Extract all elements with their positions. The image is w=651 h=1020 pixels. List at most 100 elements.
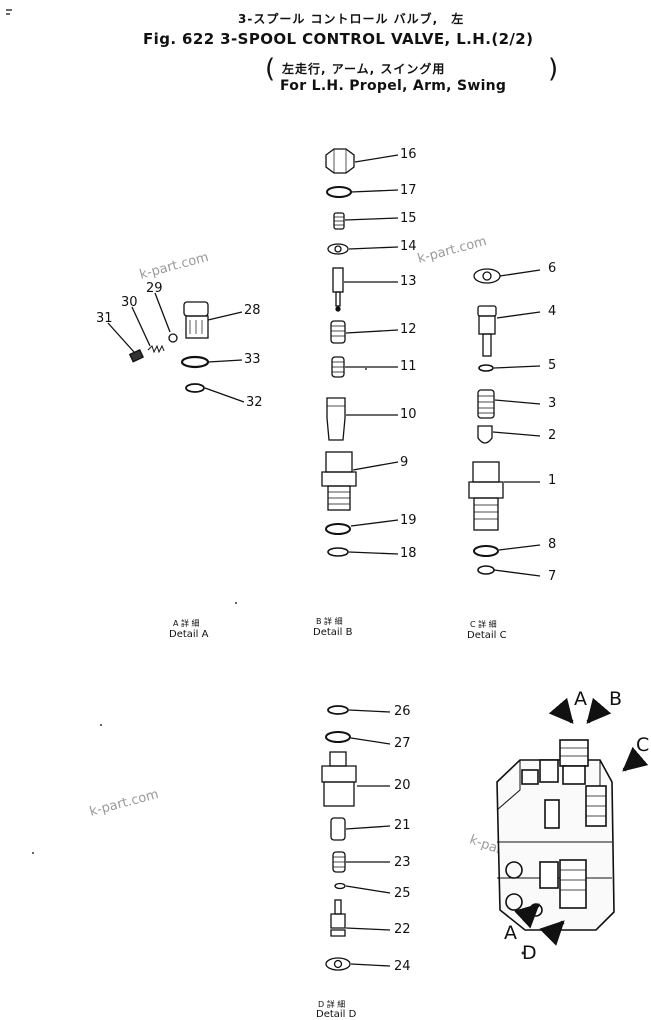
leader-25	[345, 885, 391, 894]
leader-14	[348, 246, 399, 250]
part-5-oring	[478, 364, 494, 372]
callout-23: 23	[394, 855, 411, 870]
callout-1: 1	[548, 473, 557, 488]
part-9-body	[321, 451, 357, 511]
figure-title: Fig. 622 3-SPOOL CONTROL VALVE, L.H.(2/2…	[143, 30, 534, 48]
scan-specks	[32, 368, 525, 955]
part-23-spring	[332, 851, 346, 873]
part-4-screw	[477, 305, 497, 357]
view-arrow-a-bottom	[514, 903, 540, 929]
view-label-d: D	[522, 942, 537, 964]
leader-6	[499, 269, 541, 277]
detail-b-caption-jp: B 詳 細	[316, 617, 343, 626]
callout-5: 5	[548, 358, 557, 373]
part-26-oring	[327, 705, 349, 715]
part-16-plug	[325, 148, 355, 174]
leader-17	[350, 189, 399, 193]
callout-18: 18	[400, 546, 417, 561]
leader-9	[352, 461, 399, 471]
callout-11: 11	[400, 359, 417, 374]
detail-d-caption: Detail D	[316, 1009, 357, 1020]
detail-a-caption: Detail A	[169, 629, 209, 640]
leader-31	[107, 322, 135, 353]
part-2-poppet	[477, 425, 493, 444]
callout-14: 14	[400, 239, 417, 254]
leader-12	[345, 329, 399, 334]
callout-27: 27	[394, 736, 411, 751]
leader-32	[204, 387, 245, 403]
callout-24: 24	[394, 959, 411, 974]
part-24-nut	[325, 957, 351, 971]
callout-8: 8	[548, 537, 557, 552]
part-21-poppet	[330, 817, 346, 841]
view-arrow-d	[539, 920, 565, 946]
part-13-needle	[332, 267, 344, 312]
callout-10: 10	[400, 407, 417, 422]
part-30-spring	[147, 344, 165, 354]
callout-21: 21	[394, 818, 411, 833]
leader-28	[207, 311, 243, 321]
view-label-b: B	[609, 688, 623, 710]
callout-7: 7	[548, 569, 557, 584]
part-31-seat	[128, 348, 144, 363]
leader-5	[493, 365, 541, 369]
part-22-needle	[330, 899, 346, 937]
valve-assembly	[496, 739, 615, 931]
detail-a-caption-jp: A 詳 細	[173, 619, 200, 628]
view-label-a-top: A	[574, 688, 587, 710]
view-label-c: C	[636, 734, 650, 756]
detail-b-caption: Detail B	[313, 627, 353, 638]
part-33-oring	[180, 355, 210, 369]
callout-19: 19	[400, 513, 417, 528]
detail-d-caption-jp: D 詳 細	[318, 1000, 346, 1009]
view-arrow-a-top	[548, 697, 574, 724]
part-18-oring	[327, 547, 349, 557]
callout-28: 28	[244, 303, 261, 318]
part-17-oring	[326, 186, 352, 198]
part-3-spring	[477, 389, 495, 419]
leader-26	[348, 709, 391, 713]
leader-7	[493, 569, 541, 577]
leader-16	[354, 154, 399, 163]
callout-3: 3	[548, 396, 557, 411]
detail-c-caption-jp: C 詳 細	[470, 620, 497, 629]
leader-29	[154, 292, 171, 333]
part-1-body	[468, 461, 504, 531]
callout-30: 30	[121, 295, 138, 310]
part-6-nut	[473, 268, 501, 284]
callout-2: 2	[548, 428, 557, 443]
subtitle-japanese: 左走行, アーム, スイング用	[282, 62, 446, 76]
part-7-oring	[477, 565, 495, 575]
part-8-oring	[473, 545, 499, 557]
subtitle-english: For L.H. Propel, Arm, Swing	[280, 78, 507, 94]
callout-15: 15	[400, 211, 417, 226]
leader-15	[344, 217, 399, 221]
detail-c-caption: Detail C	[467, 630, 507, 641]
leader-4	[496, 311, 541, 319]
part-29-ball	[168, 333, 178, 343]
leader-3	[494, 399, 541, 405]
callout-25: 25	[394, 886, 411, 901]
callout-31: 31	[96, 311, 113, 326]
part-20-body	[321, 751, 357, 807]
part-28-plug	[183, 301, 209, 339]
part-10-poppet	[326, 397, 346, 441]
callout-13: 13	[400, 274, 417, 289]
part-27-oring	[325, 731, 351, 743]
leader-19	[350, 519, 399, 527]
part-14-nut	[327, 243, 349, 255]
part-11-spring	[331, 356, 345, 378]
view-arrow-b	[586, 697, 612, 724]
part-15-spring	[333, 212, 345, 230]
callout-12: 12	[400, 322, 417, 337]
part-12-spring	[330, 320, 346, 344]
leader-30	[131, 306, 151, 347]
callout-32: 32	[246, 395, 263, 410]
callout-26: 26	[394, 704, 411, 719]
view-label-a-bottom: A	[504, 922, 517, 944]
leader-8	[498, 544, 541, 551]
corner-mark	[6, 9, 12, 15]
leader-27	[350, 737, 391, 745]
callout-16: 16	[400, 147, 417, 162]
